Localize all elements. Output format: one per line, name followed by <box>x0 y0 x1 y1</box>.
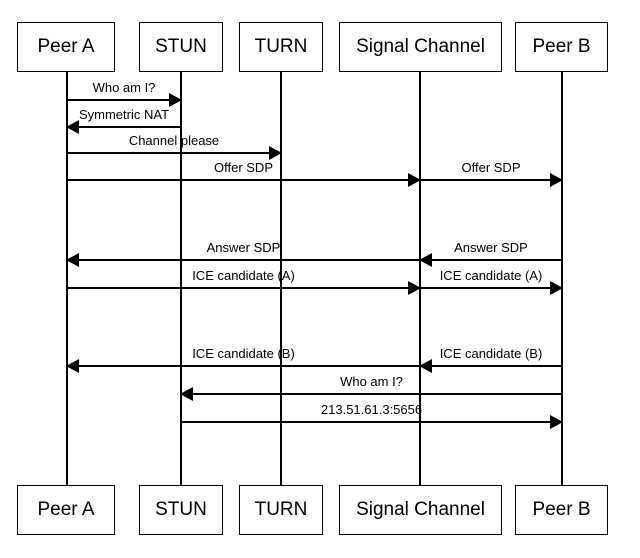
message-label-m4: Offer SDP <box>213 160 273 175</box>
message-line-m5 <box>420 179 562 181</box>
actor-label-peer-b: Peer B <box>532 36 591 58</box>
message-label-m13: 213.51.61.3:5656 <box>320 402 423 417</box>
actor-label-signal-channel: Signal Channel <box>356 499 485 521</box>
actor-box-header-signal-channel[interactable]: Signal Channel <box>339 22 502 72</box>
message-label-m3: Channel please <box>128 133 220 148</box>
arrowhead-right-icon <box>550 414 563 429</box>
actor-label-turn: TURN <box>254 36 308 58</box>
actor-box-footer-peer-b[interactable]: Peer B <box>515 485 608 535</box>
message-label-m2: Symmetric NAT <box>78 107 170 122</box>
message-label-m5: Offer SDP <box>461 160 521 175</box>
actor-label-stun: STUN <box>155 499 207 521</box>
message-line-m11 <box>420 365 562 367</box>
lifeline-turn <box>280 72 282 485</box>
arrowhead-right-icon <box>269 145 282 160</box>
arrowhead-left-icon <box>419 252 432 267</box>
actor-label-turn: TURN <box>254 499 308 521</box>
arrowhead-left-icon <box>66 358 79 373</box>
actor-box-header-turn[interactable]: TURN <box>239 22 323 72</box>
message-line-m6 <box>67 259 420 261</box>
arrowhead-left-icon <box>66 252 79 267</box>
lifeline-signal-channel <box>419 72 421 485</box>
actor-box-footer-peer-a[interactable]: Peer A <box>17 485 115 535</box>
message-line-m1 <box>67 99 181 101</box>
actor-box-footer-signal-channel[interactable]: Signal Channel <box>339 485 502 535</box>
arrowhead-right-icon <box>169 92 182 107</box>
actor-box-header-stun[interactable]: STUN <box>139 22 223 72</box>
arrowhead-left-icon <box>419 358 432 373</box>
actor-box-header-peer-b[interactable]: Peer B <box>515 22 608 72</box>
message-line-m13 <box>181 421 562 423</box>
actor-box-footer-turn[interactable]: TURN <box>239 485 323 535</box>
message-line-m3 <box>67 152 281 154</box>
message-label-m6: Answer SDP <box>206 240 281 255</box>
message-line-m4 <box>67 179 420 181</box>
message-line-m12 <box>181 393 562 395</box>
message-label-m1: Who am I? <box>92 80 156 95</box>
lifeline-stun <box>180 72 182 485</box>
message-line-m7 <box>420 259 562 261</box>
actor-box-header-peer-a[interactable]: Peer A <box>17 22 115 72</box>
actor-label-peer-b: Peer B <box>532 499 591 521</box>
message-line-m8 <box>67 287 420 289</box>
actor-label-peer-a: Peer A <box>37 36 95 58</box>
arrowhead-right-icon <box>408 172 421 187</box>
message-label-m10: ICE candidate (B) <box>192 346 295 361</box>
arrowhead-right-icon <box>550 172 563 187</box>
message-label-m12: Who am I? <box>340 374 403 389</box>
message-label-m9: ICE candidate (A) <box>439 268 543 283</box>
lifeline-peer-b <box>561 72 563 485</box>
actor-label-peer-a: Peer A <box>37 499 95 521</box>
message-label-m11: ICE candidate (B) <box>439 346 543 361</box>
message-line-m9 <box>420 287 562 289</box>
actor-box-footer-stun[interactable]: STUN <box>139 485 223 535</box>
arrowhead-left-icon <box>66 119 79 134</box>
message-label-m8: ICE candidate (A) <box>192 268 295 283</box>
message-label-m7: Answer SDP <box>454 240 528 255</box>
arrowhead-right-icon <box>408 280 421 295</box>
actor-label-signal-channel: Signal Channel <box>356 36 485 58</box>
arrowhead-right-icon <box>550 280 563 295</box>
lifeline-peer-a <box>66 72 68 485</box>
actor-label-stun: STUN <box>155 36 207 58</box>
message-line-m2 <box>67 126 181 128</box>
message-line-m10 <box>67 365 420 367</box>
arrowhead-left-icon <box>180 386 193 401</box>
